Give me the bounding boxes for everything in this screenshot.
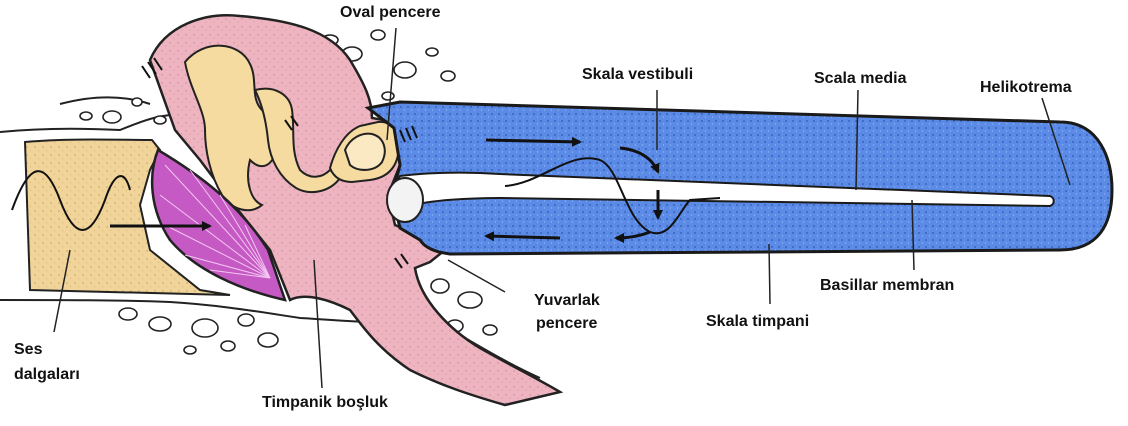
label-helicotrema: Helikotrema xyxy=(980,78,1072,97)
label-sound-waves-line1: Ses xyxy=(14,340,42,359)
label-round-window-line2: pencere xyxy=(536,314,597,333)
label-scala-media: Scala media xyxy=(814,69,907,88)
label-oval-window: Oval pencere xyxy=(340,3,441,22)
label-tympanic-cavity: Timpanik boşluk xyxy=(262,393,388,412)
label-round-window-line1: Yuvarlak xyxy=(534,291,600,310)
label-sound-waves-line2: dalgaları xyxy=(14,365,80,384)
round-window xyxy=(387,178,423,222)
label-basilar-membrane: Basillar membran xyxy=(820,276,954,295)
label-scala-vestibuli: Skala vestibuli xyxy=(582,65,693,84)
label-scala-tympani: Skala timpani xyxy=(706,312,809,331)
